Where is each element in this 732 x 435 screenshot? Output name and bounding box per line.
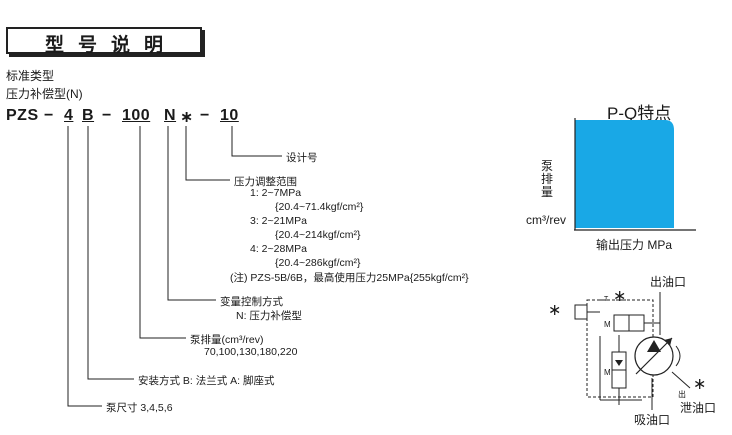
range-4: 4: 2~28MPa	[250, 243, 307, 255]
drain-small-label: 出	[678, 390, 686, 399]
pq-ylabel: 泵排量	[541, 159, 554, 199]
model-dash-2: −	[102, 107, 112, 124]
control-n-label: N: 压力补偿型	[236, 310, 302, 322]
pump-arrow-icon	[647, 340, 661, 352]
range-3: 3: 2~21MPa	[250, 215, 307, 227]
model-ctrl: N	[164, 107, 177, 124]
pump-size-label: 泵尺寸 3,4,5,6	[106, 402, 173, 414]
model-prefix: PZS	[6, 107, 39, 124]
model-mount: B	[82, 107, 95, 124]
suction-label: 吸油口	[634, 413, 671, 427]
page-title: 型号说明	[44, 35, 177, 56]
control-method-label: 变量控制方式	[220, 296, 283, 308]
standard-type-label: 标准类型	[6, 69, 55, 83]
displacement-values: 70,100,130,180,220	[204, 346, 298, 358]
star-right: ∗	[693, 376, 707, 393]
model-design: 10	[220, 107, 239, 124]
model-flow: 100	[122, 107, 151, 124]
max-pressure-note: (注) PZS-5B/6B，最高使用压力25MPa{255kgf/cm²}	[230, 272, 469, 284]
range-4-kgf: {20.4~286kgf/cm²}	[275, 257, 361, 269]
mount-method-label: 安装方式 B: 法兰式 A: 脚座式	[138, 375, 275, 387]
pq-chart-title: P-Q特点	[607, 104, 672, 123]
drain-label: 泄油口	[680, 401, 717, 415]
model-size: 4	[64, 107, 74, 124]
range-3-kgf: {20.4~214kgf/cm²}	[275, 229, 361, 241]
range-1-kgf: {20.4~71.4kgf/cm²}	[275, 201, 364, 213]
displacement-label: 泵排量(cm³/rev)	[190, 334, 264, 346]
range-1: 1: 2~7MPa	[250, 187, 302, 199]
outlet-label: 出油口	[650, 275, 687, 289]
design-number-label: 设计号	[286, 152, 318, 164]
pressure-range-label: 压力调整范围	[234, 176, 297, 188]
model-dash-1: −	[44, 107, 54, 124]
model-star: ∗	[180, 109, 194, 126]
model-dash-3: −	[200, 107, 210, 124]
compensation-type-label: 压力补偿型(N)	[6, 87, 83, 101]
m-lower: M	[604, 368, 611, 377]
title-box: 型号说明	[6, 27, 202, 56]
star-top: ∗	[613, 288, 627, 305]
pq-yunit: cm³/rev	[526, 213, 566, 227]
port-t: T	[604, 296, 609, 303]
m-upper: M	[604, 320, 611, 329]
pq-xlabel: 输出压力 MPa	[596, 238, 673, 252]
pq-area	[575, 120, 674, 228]
star-left: ∗	[548, 302, 562, 319]
